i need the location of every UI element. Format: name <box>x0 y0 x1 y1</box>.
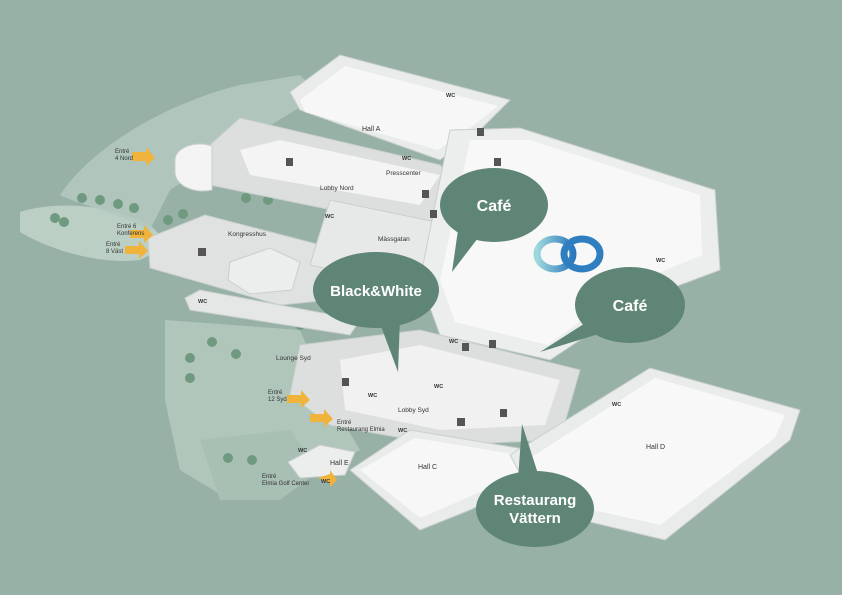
kongresshus-label: Kongresshus <box>228 231 267 238</box>
cafe-label-1: Café <box>477 198 512 215</box>
tree <box>223 453 233 463</box>
hall-d-roof <box>530 378 785 525</box>
lobby-nord-label: Lobby Nord <box>320 185 354 192</box>
tree <box>178 209 188 219</box>
restroom-icon <box>422 190 429 198</box>
wc-marker: WC <box>612 402 621 408</box>
hall-labels: Hall A Hall C Hall D Hall E <box>330 126 665 471</box>
logo-ring-right <box>560 235 604 273</box>
tree <box>231 349 241 359</box>
lobby-nord-floor <box>240 140 440 205</box>
hall-a-label: Hall A <box>362 126 381 133</box>
hall-e-label: Hall E <box>330 460 349 467</box>
elmia-logo <box>533 235 604 273</box>
arrow-icon <box>130 225 153 243</box>
hall-a-roof <box>300 66 498 150</box>
facility-icons <box>198 128 507 426</box>
wc-marker: WC <box>398 428 407 434</box>
wc-marker: WC <box>446 93 455 99</box>
tree <box>129 203 139 213</box>
wc-marker: WC <box>298 448 307 454</box>
lobby-syd-label: Lobby Syd <box>398 407 429 414</box>
wc-marker: WC <box>368 393 377 399</box>
massgatan-label: Mässgatan <box>378 236 410 243</box>
wc-marker: WC <box>656 258 665 264</box>
wc-marker: WC <box>198 299 207 305</box>
restroom-icon <box>342 378 349 386</box>
bubble-shape <box>476 471 594 547</box>
wc-marker: WC <box>434 384 443 390</box>
tree <box>163 215 173 225</box>
bubble-tail <box>518 424 540 480</box>
logo-ring-left <box>533 235 577 273</box>
restroom-icon <box>494 158 501 166</box>
tree <box>241 193 251 203</box>
arrow-icon <box>318 470 337 487</box>
bubble-tail <box>452 230 478 272</box>
arrow-icon <box>287 390 310 408</box>
tree <box>185 373 195 383</box>
bubble-shape <box>313 252 439 328</box>
wc-markers: WC WC WC WC WC WC WC WC WC WC WC WC <box>198 93 665 485</box>
lounge-syd-label: Lounge Syd <box>276 355 311 362</box>
restroom-icon <box>462 343 469 351</box>
arrow-icon <box>125 241 148 259</box>
tree <box>95 195 105 205</box>
wc-marker: WC <box>449 339 458 345</box>
bubble-tail <box>378 318 400 372</box>
hall-e-building <box>287 444 356 479</box>
black-white-bubble: Black&White <box>313 252 439 372</box>
area-labels: Lobby Nord Presscenter Kongresshus Mässg… <box>228 170 429 414</box>
hall-c-label: Hall C <box>418 464 437 471</box>
tree <box>185 353 195 363</box>
restroom-icon <box>430 210 437 218</box>
cafe-label-2: Café <box>613 298 648 315</box>
wc-marker: WC <box>325 214 334 220</box>
tree <box>50 213 60 223</box>
round-conference <box>174 143 213 192</box>
presscenter-label: Presscenter <box>386 170 422 177</box>
wc-marker: WC <box>321 479 330 485</box>
info-icon <box>286 158 293 166</box>
info-icon <box>457 418 465 426</box>
tree <box>113 199 123 209</box>
arrow-icon <box>132 147 155 166</box>
arrow-icon <box>310 409 333 427</box>
tree <box>77 193 87 203</box>
hall-d-label: Hall D <box>646 444 665 451</box>
info-icon <box>198 248 206 256</box>
entrance-arrows <box>125 147 337 487</box>
bubble-shape <box>440 168 548 242</box>
lobby-syd-floor <box>340 345 560 430</box>
elevator-icon <box>477 128 484 136</box>
cafe-bubble-2: Café <box>540 267 685 352</box>
restroom-icon <box>500 409 507 417</box>
black-white-label: Black&White <box>330 283 422 300</box>
wc-marker: WC <box>402 156 411 162</box>
green-area-southeast <box>200 430 320 500</box>
cafe-bubble-1: Café <box>440 168 548 272</box>
tree <box>59 217 69 227</box>
bubble-shape <box>575 267 685 343</box>
restroom-icon <box>489 340 496 348</box>
west-walkway <box>184 289 361 336</box>
hall-c-roof <box>360 438 530 518</box>
tree <box>207 337 217 347</box>
trees <box>50 193 305 465</box>
tree <box>247 455 257 465</box>
kongresshus-courtyard <box>227 247 301 295</box>
